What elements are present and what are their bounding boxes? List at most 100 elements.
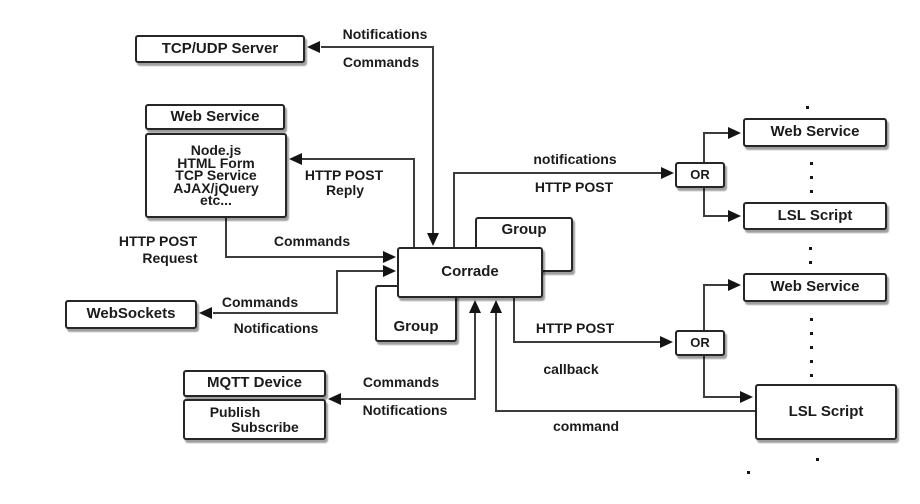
arrow-into-websockets bbox=[199, 307, 212, 319]
ellipsis-dot bbox=[747, 471, 750, 474]
or2-webservice-v bbox=[703, 284, 705, 332]
ellipsis-dot bbox=[809, 261, 812, 264]
ellipsis-dot bbox=[810, 360, 813, 363]
mqtt-notifications-label: Notifications bbox=[362, 402, 448, 418]
corrade-label: Corrade bbox=[441, 263, 499, 281]
mqtt-pubsub-box bbox=[183, 399, 326, 440]
web-service-client-box: Web Service bbox=[145, 104, 285, 130]
ellipsis-dot bbox=[809, 247, 812, 250]
subscribe-label: Subscribe bbox=[231, 419, 299, 435]
or2-lslscript-h bbox=[703, 396, 741, 398]
arrow-into-corrade-left-1 bbox=[383, 251, 396, 263]
ellipsis-dot bbox=[810, 190, 813, 193]
request-label: Request bbox=[142, 250, 198, 266]
ellipsis-dot bbox=[810, 346, 813, 349]
or1-notifications-label: notifications bbox=[533, 151, 617, 167]
request-link-v bbox=[225, 218, 227, 258]
or-upper-label: OR bbox=[690, 166, 710, 182]
ellipsis-dot bbox=[816, 458, 819, 461]
client-tech-list-line-3: AJAX/jQuery bbox=[173, 179, 259, 196]
web-service-lower-box: Web Service bbox=[743, 273, 887, 302]
reply-label: Reply bbox=[325, 182, 365, 198]
or1-link-h bbox=[453, 172, 662, 174]
arrow-into-corrade-top bbox=[427, 233, 439, 246]
web-service-client-label: Web Service bbox=[170, 107, 260, 125]
ellipsis-dot bbox=[810, 318, 813, 321]
ellipsis-dot bbox=[810, 332, 813, 335]
callback-label: callback bbox=[543, 361, 599, 377]
or1-webservice-h bbox=[703, 132, 729, 134]
client-tech-list-line-1: HTML Form bbox=[177, 154, 255, 171]
or-lower-box: OR bbox=[675, 330, 725, 356]
lsl-script-lower-box: LSL Script bbox=[755, 384, 897, 440]
command-link-v bbox=[495, 313, 497, 412]
corrade-box: Corrade bbox=[397, 247, 543, 298]
ellipsis-dot bbox=[810, 176, 813, 179]
web-service-upper-label: Web Service bbox=[770, 123, 860, 141]
arrow-into-corrade-bottom-2 bbox=[490, 300, 502, 313]
websockets-link-v bbox=[336, 270, 338, 314]
or1-webservice-v bbox=[703, 132, 705, 164]
arrow-into-or-upper bbox=[661, 167, 674, 179]
web-service-lower-label: Web Service bbox=[770, 278, 860, 296]
or2-webservice-h bbox=[703, 284, 729, 286]
ellipsis-dot bbox=[806, 106, 809, 109]
mqtt-link-v bbox=[474, 313, 476, 399]
request-commands-label: Commands bbox=[273, 233, 351, 249]
reply-http-post-label: HTTP POST bbox=[304, 167, 384, 183]
arrow-into-corrade-left-2 bbox=[383, 265, 396, 277]
or1-lslscript-v bbox=[703, 186, 705, 217]
command-label: command bbox=[552, 418, 620, 434]
client-tech-list-line-0: Node.js bbox=[190, 142, 242, 159]
arrow-into-corrade-bottom-1 bbox=[469, 300, 481, 313]
ellipsis-dot bbox=[810, 374, 813, 377]
arrow-into-lslscript-lower bbox=[740, 391, 753, 403]
lsl-script-upper-label: LSL Script bbox=[777, 206, 853, 224]
tcp-commands-label: Commands bbox=[342, 54, 420, 70]
reply-link-h bbox=[301, 158, 415, 160]
tcp-link-v bbox=[432, 46, 434, 234]
or1-link-v bbox=[453, 172, 455, 247]
arrow-into-or-lower bbox=[660, 336, 673, 348]
mqtt-commands-label: Commands bbox=[362, 374, 440, 390]
request-http-post-label: HTTP POST bbox=[118, 233, 198, 249]
lsl-script-upper-box: LSL Script bbox=[743, 202, 887, 230]
mqtt-device-label: MQTT Device bbox=[206, 374, 303, 392]
websockets-box: WebSockets bbox=[65, 300, 197, 329]
reply-link-v bbox=[413, 158, 415, 247]
request-link-h bbox=[225, 256, 384, 258]
callback-link-v bbox=[513, 298, 515, 343]
arrow-into-webservice-upper bbox=[728, 127, 741, 139]
mqtt-link-h bbox=[341, 398, 476, 400]
arrow-into-tcp-server bbox=[307, 41, 320, 53]
command-link-h bbox=[495, 410, 755, 412]
or1-lslscript-h bbox=[703, 215, 729, 217]
group-lower-label: Group bbox=[393, 317, 439, 335]
websockets-link-h2 bbox=[213, 312, 338, 314]
lsl-script-lower-label: LSL Script bbox=[788, 402, 864, 420]
client-tech-list-line-4: etc... bbox=[200, 192, 232, 209]
callback-link-h bbox=[513, 341, 661, 343]
or-lower-label: OR bbox=[690, 334, 710, 350]
ellipsis-dot bbox=[810, 162, 813, 165]
arrow-into-webservice-lower bbox=[728, 279, 741, 291]
tcp-link-h bbox=[321, 46, 434, 48]
websockets-notifications-label: Notifications bbox=[233, 320, 319, 336]
arrow-into-lslscript-upper bbox=[728, 210, 741, 222]
or2-lslscript-v bbox=[703, 354, 705, 398]
publish-label: Publish bbox=[209, 404, 261, 420]
mqtt-device-box: MQTT Device bbox=[183, 370, 326, 397]
arrow-into-client-box bbox=[289, 153, 302, 165]
websockets-link-h1 bbox=[337, 270, 384, 272]
websockets-label: WebSockets bbox=[86, 305, 176, 323]
or2-http-post-label: HTTP POST bbox=[535, 320, 615, 336]
or-upper-box: OR bbox=[675, 162, 725, 188]
web-service-upper-box: Web Service bbox=[743, 118, 887, 147]
tcp-udp-server-box: TCP/UDP Server bbox=[135, 35, 305, 63]
tcp-udp-server-label: TCP/UDP Server bbox=[161, 39, 279, 57]
arrow-into-mqtt-device bbox=[328, 393, 341, 405]
group-upper-label: Group bbox=[501, 221, 547, 238]
or1-http-post-label: HTTP POST bbox=[534, 179, 614, 195]
